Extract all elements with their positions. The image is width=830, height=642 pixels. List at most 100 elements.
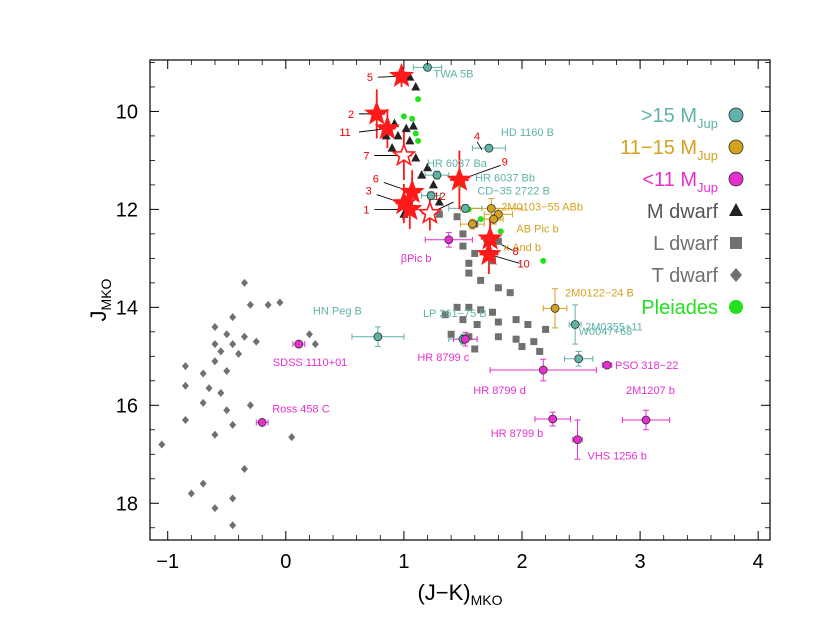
t-dwarf-point [235, 349, 243, 358]
y-tick-label: 18 [116, 493, 138, 515]
l-dwarf-point [477, 306, 485, 314]
companion-label: VHS 1256 b [588, 451, 647, 463]
companion-label: HD 1160 B [501, 127, 554, 139]
star-number-label: 5 [367, 72, 373, 84]
y-axis-title-main: J [86, 310, 111, 321]
l-dwarf-point [473, 320, 481, 328]
t-dwarf-point [240, 278, 248, 287]
t-dwarf-point [187, 489, 195, 498]
m-dwarf-point [411, 81, 421, 91]
l-dwarf-point [471, 249, 479, 257]
t-dwarf-point [181, 381, 189, 390]
companion-point [538, 365, 548, 375]
t-dwarf-point [223, 367, 231, 376]
pleiades-point [497, 228, 504, 235]
companion-label: LP 261−75 B [423, 308, 487, 320]
m-dwarf-point [405, 135, 415, 145]
legend-label: T dwarf [652, 265, 719, 287]
t-dwarf-point [181, 416, 189, 424]
pleiades-point [415, 137, 422, 144]
legend-label-main: T dwarf [652, 265, 719, 287]
m-dwarf-point [393, 130, 403, 140]
t-dwarf-point [229, 313, 237, 322]
t-dwarf-point [246, 401, 254, 410]
x-axis-title-main: (J−K) [417, 580, 470, 605]
companion-label: PSO 318−22 [615, 360, 678, 372]
companion-label: TWA 5B [434, 68, 474, 80]
t-dwarf-point [246, 300, 254, 309]
l-dwarf-point [465, 269, 473, 277]
companion-label: Ross 458 C [272, 403, 330, 415]
companion-point [602, 360, 612, 370]
t-dwarf-point [211, 322, 219, 331]
companion-point [257, 418, 267, 427]
legend-marker-diamond [730, 268, 742, 282]
l-dwarf-point [488, 308, 496, 316]
m-dwarf-point [408, 121, 418, 130]
companion-point [574, 354, 584, 364]
companion-point [486, 204, 496, 213]
companion-label: SDSS 1110+01 [273, 357, 348, 369]
x-axis-title: (J−K)MKO [417, 580, 502, 608]
t-dwarf-point [223, 406, 231, 415]
y-tick-label: 16 [116, 395, 138, 417]
t-dwarf-point [305, 330, 313, 339]
companion-label: CD−35 2722 B [477, 185, 549, 197]
pleiades-point [540, 257, 547, 264]
t-dwarf-point [217, 347, 225, 356]
t-dwarf-point [264, 300, 272, 309]
companion-label: 2M1207 b [626, 385, 675, 397]
companion-label: HR 8799 d [473, 385, 526, 397]
companion-point [426, 191, 436, 201]
t-dwarf-point [211, 430, 219, 439]
l-dwarf-point [524, 320, 532, 328]
star-filled-marker [374, 115, 400, 140]
l-dwarf-point [459, 230, 467, 238]
l-dwarf-point [459, 316, 467, 324]
star-filled-marker [364, 100, 390, 125]
star-number-label: 4 [474, 131, 480, 143]
y-tick-label: 12 [116, 199, 138, 221]
m-dwarf-point [423, 162, 433, 172]
companion-label: 2M0103−55 ABb [501, 201, 583, 213]
legend-label-sub: Jup [697, 148, 718, 163]
t-dwarf-point [288, 433, 296, 442]
companion-label: HR 6037 Bb [475, 173, 535, 185]
companion-point [641, 415, 651, 425]
companion-label: HR 6037 Ba [427, 158, 488, 170]
companion-point [573, 435, 582, 444]
t-dwarf-point [229, 420, 237, 429]
m-dwarf-point [417, 170, 427, 179]
l-dwarf-point [453, 213, 461, 221]
labels-layer: TWA 5B HD 1160 B HR 6037 Ba HR 6037 BbCD−35… [272, 68, 678, 462]
y-axis-title-sub: MKO [98, 278, 114, 310]
companion-point [548, 414, 558, 424]
legend-marker-circle [728, 107, 744, 123]
stars-layer [364, 62, 503, 266]
t-dwarf-point [276, 298, 284, 307]
legend-label: >15 MJup [641, 105, 718, 131]
l-dwarf-point [518, 343, 526, 351]
l-dwarf-point [477, 276, 485, 284]
m-dwarf-point [428, 179, 438, 189]
companion-label: HR 8799 c [417, 352, 469, 364]
companion-point [373, 332, 383, 342]
t-dwarf-point [217, 389, 225, 398]
companion-label: HR 8799 b [491, 428, 544, 440]
companion-label: 2M0355+11 [585, 321, 643, 333]
companion-point [432, 170, 442, 180]
legend-marker-circle [729, 300, 743, 314]
t-dwarf-point [181, 362, 189, 371]
x-tick-label: 4 [753, 551, 764, 573]
companion-point [489, 214, 499, 224]
field-dwarfs-layer [158, 72, 550, 530]
m-dwarf-point [411, 152, 421, 162]
l-dwarf-point [494, 284, 502, 292]
m-dwarf-point [381, 130, 391, 140]
companion-label: βPic b [401, 253, 432, 265]
t-dwarf-point [205, 384, 213, 393]
